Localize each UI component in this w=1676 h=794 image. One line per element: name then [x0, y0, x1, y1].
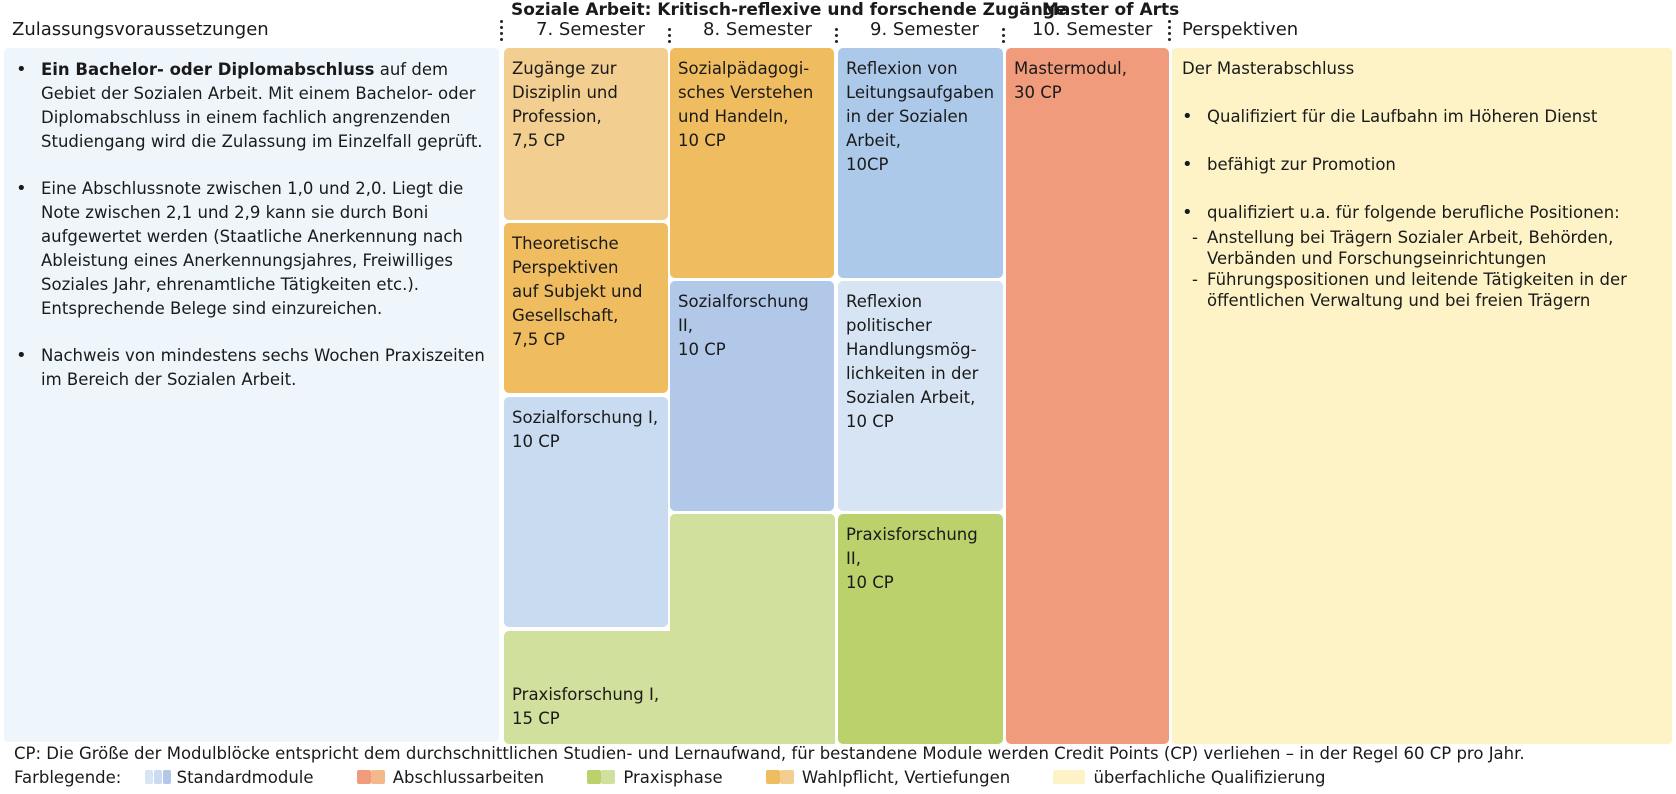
legend-label: Farblegende: [14, 768, 122, 787]
legend-swatch-standard [162, 770, 171, 784]
legend-swatch-elective [765, 770, 780, 784]
module-reflexion-politisch: Reflexion politischer Handlungsmög- lich… [838, 281, 1003, 511]
module-theoretische-perspektiven: Theoretische Perspektiven auf Subjekt un… [504, 223, 668, 393]
legend-swatch-standard [144, 770, 153, 784]
perspective-civil-service: Qualifiziert für die Laufbahn im Höheren… [1182, 105, 1662, 129]
module-praxisforschung-2: Praxisforschung II, 10 CP [838, 514, 1003, 744]
legend-practice: Praxisphase [587, 768, 728, 787]
legend-swatch-practice [601, 770, 616, 784]
column-separator [1168, 20, 1172, 44]
legend-interdisciplinary: überfachliche Qualifizierung [1053, 768, 1326, 787]
legend-final-theses: Abschlussarbeiten [356, 768, 550, 787]
module-zugaenge: Zugänge zur Disziplin und Profession, 7,… [504, 48, 668, 220]
position-employment: Anstellung bei Trägern Sozialer Arbeit, … [1182, 227, 1662, 269]
semester-7-heading: 7. Semester [536, 19, 645, 40]
column-separator [1002, 28, 1006, 46]
column-separator [500, 20, 504, 44]
legend-elective: Wahlpflicht, Vertiefungen [765, 768, 1016, 787]
legend-swatch-practice [587, 770, 602, 784]
legend-swatch-standard [153, 770, 162, 784]
admission-panel: Ein Bachelor- oder Diplomabschluss auf d… [4, 48, 499, 742]
legend-swatch-final [356, 770, 371, 784]
module-praxisforschung-1: Praxisforschung I, 15 CP [504, 631, 835, 744]
requirement-grade: Eine Abschlussnote zwischen 1,0 und 2,0.… [16, 177, 487, 321]
requirements-list: Ein Bachelor- oder Diplomabschluss auf d… [16, 58, 487, 392]
legend-swatch-final [370, 770, 385, 784]
program-title: Soziale Arbeit: Kritisch-reflexive und f… [511, 0, 1067, 20]
semester-9-heading: 9. Semester [870, 19, 979, 40]
module-sozialforschung-1: Sozialforschung I, 10 CP [504, 397, 668, 627]
degree-title: Master of Arts [1042, 0, 1180, 20]
module-sozialforschung-2: Sozialforschung II, 10 CP [670, 281, 834, 511]
module-reflexion-leitungsaufgaben: Reflexion von Leitungsaufgaben in der So… [838, 48, 1003, 278]
perspective-doctorate: befähigt zur Promotion [1182, 153, 1662, 177]
admission-heading: Zulassungsvoraussetzungen [12, 19, 269, 40]
perspectives-heading: Perspektiven [1182, 19, 1299, 40]
semester-10-heading: 10. Semester [1032, 19, 1153, 40]
column-separator [835, 28, 839, 46]
module-sozialpaedagogisches-verstehen: Sozialpädagogi- sches Verstehen und Hand… [670, 48, 834, 278]
perspectives-panel: Der Masterabschluss Qualifiziert für die… [1172, 48, 1672, 744]
legend-standard: Standardmodule [144, 768, 319, 787]
credit-points-note: CP: Die Größe der Modulblöcke entspricht… [14, 744, 1525, 763]
perspectives-title: Der Masterabschluss [1182, 59, 1355, 78]
requirement-practice: Nachweis von mindestens sechs Wochen Pra… [16, 344, 487, 392]
color-legend: Farblegende: Standardmodule Abschlussarb… [14, 767, 1364, 789]
legend-swatch-elective [779, 770, 794, 784]
position-leadership: Führungspositionen und leitende Tätigkei… [1182, 269, 1662, 311]
semester-8-heading: 8. Semester [703, 19, 812, 40]
module-mastermodul: Mastermodul, 30 CP [1006, 48, 1169, 744]
column-separator [668, 28, 672, 46]
legend-swatch-interdisciplinary [1053, 770, 1086, 784]
requirement-degree: Ein Bachelor- oder Diplomabschluss auf d… [16, 58, 487, 154]
perspective-positions: qualifiziert u.a. für folgende beruflich… [1182, 201, 1662, 225]
